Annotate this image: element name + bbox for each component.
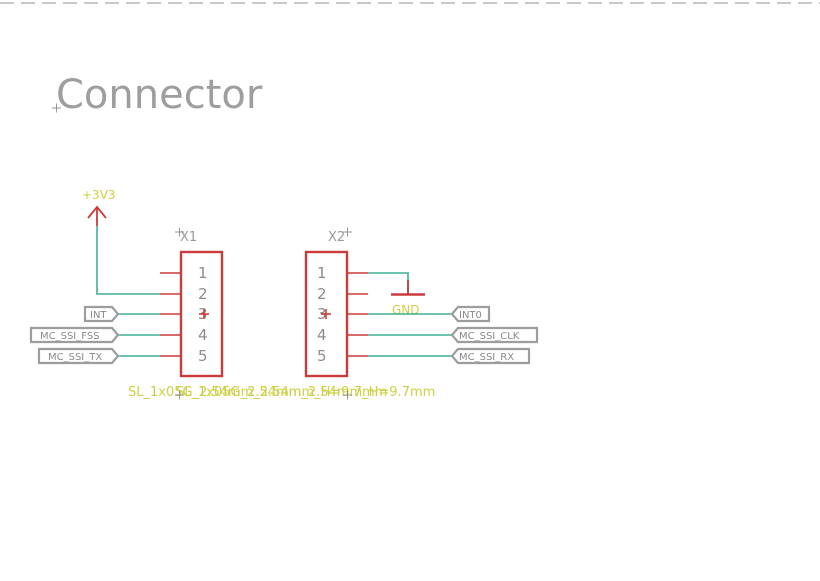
- connector-x1-pin-number: 5: [198, 347, 208, 365]
- net-label-mc-ssi-rx[interactable]: MC_SSI_RX: [450, 347, 531, 365]
- connector-x2-pin-number: 5: [317, 347, 327, 365]
- ground-symbol[interactable]: GND: [391, 280, 425, 317]
- net-label-text: INT: [90, 310, 107, 321]
- connector-x2-pin-number: 4: [317, 326, 327, 344]
- net-label-mc-ssi-fss[interactable]: MC_SSI_FSS: [29, 326, 120, 344]
- connector-x1-pin-number: 1: [198, 264, 208, 282]
- connector-x1[interactable]: 1 2 3 4 5 X1: [160, 227, 224, 378]
- connector-x1-value: SL_1x05G_2.54mm_2.54mm_H=9.7mm: [128, 385, 387, 400]
- sheet-title: Connector: [56, 72, 263, 118]
- net-label-text: MC_SSI_RX: [459, 352, 514, 363]
- title-origin-marker: [52, 103, 61, 113]
- net-label-int0[interactable]: INT0: [450, 305, 491, 323]
- connector-x2-ref: X2: [328, 230, 345, 245]
- connector-x1-pin-number: 2: [198, 285, 208, 303]
- value-origin-marker: [175, 390, 352, 400]
- net-wire-ground[interactable]: [368, 272, 409, 294]
- connector-x1-pin-number: 4: [198, 326, 208, 344]
- net-label-text: MC_SSI_FSS: [40, 331, 100, 342]
- ground-label: GND: [392, 303, 420, 317]
- connector-x1-ref: X1: [180, 230, 197, 245]
- net-label-text: INT0: [459, 310, 482, 321]
- connector-x2-pin-number: 2: [317, 285, 327, 303]
- net-label-text: MC_SSI_CLK: [459, 331, 520, 342]
- net-label-mc-ssi-clk[interactable]: MC_SSI_CLK: [450, 326, 539, 344]
- supply-symbol[interactable]: +3V3: [82, 188, 116, 226]
- net-wire-supply[interactable]: [96, 226, 160, 295]
- net-label-int[interactable]: INT: [83, 305, 120, 323]
- net-label-text: MC_SSI_TX: [48, 352, 102, 363]
- connector-x2-value: SL_1x05G_2.54mm_2.54mm_H=9.7mm: [176, 385, 435, 400]
- supply-label: +3V3: [82, 188, 116, 202]
- connector-x1-ref-origin: [175, 227, 184, 237]
- connector-x2[interactable]: 1 2 3 4 5 X2: [304, 227, 368, 378]
- connector-x2-ref-origin: [343, 227, 352, 237]
- net-label-mc-ssi-tx[interactable]: MC_SSI_TX: [37, 347, 120, 365]
- connector-x2-pin-number: 1: [317, 264, 327, 282]
